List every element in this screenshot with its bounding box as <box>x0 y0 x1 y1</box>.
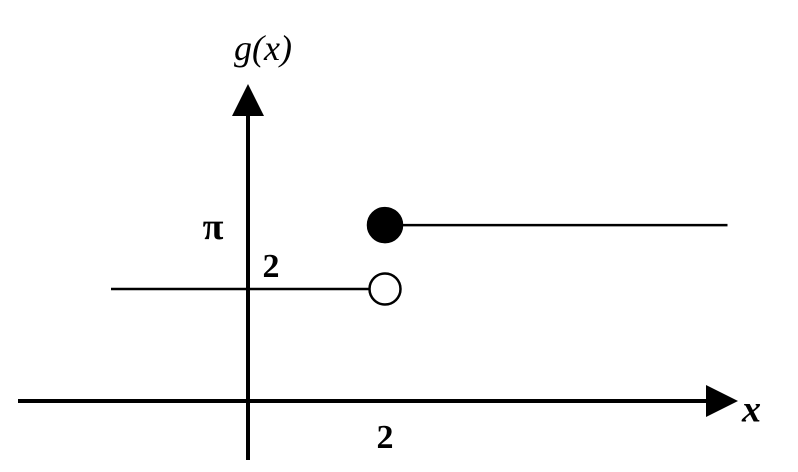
plot-series <box>111 206 728 306</box>
y-tick-label-1: π <box>203 206 224 248</box>
x-axis-label: x <box>741 389 761 431</box>
axes: x g(x) <box>18 28 761 460</box>
x-tick-label-0: 2 <box>377 419 394 456</box>
y-tick-label-0: 2 <box>263 248 280 285</box>
closed-endpoint-1 <box>366 206 404 244</box>
tick-labels: 2 2 π <box>203 206 394 456</box>
y-axis-label: g(x) <box>234 28 292 68</box>
open-endpoint-0 <box>368 272 402 306</box>
